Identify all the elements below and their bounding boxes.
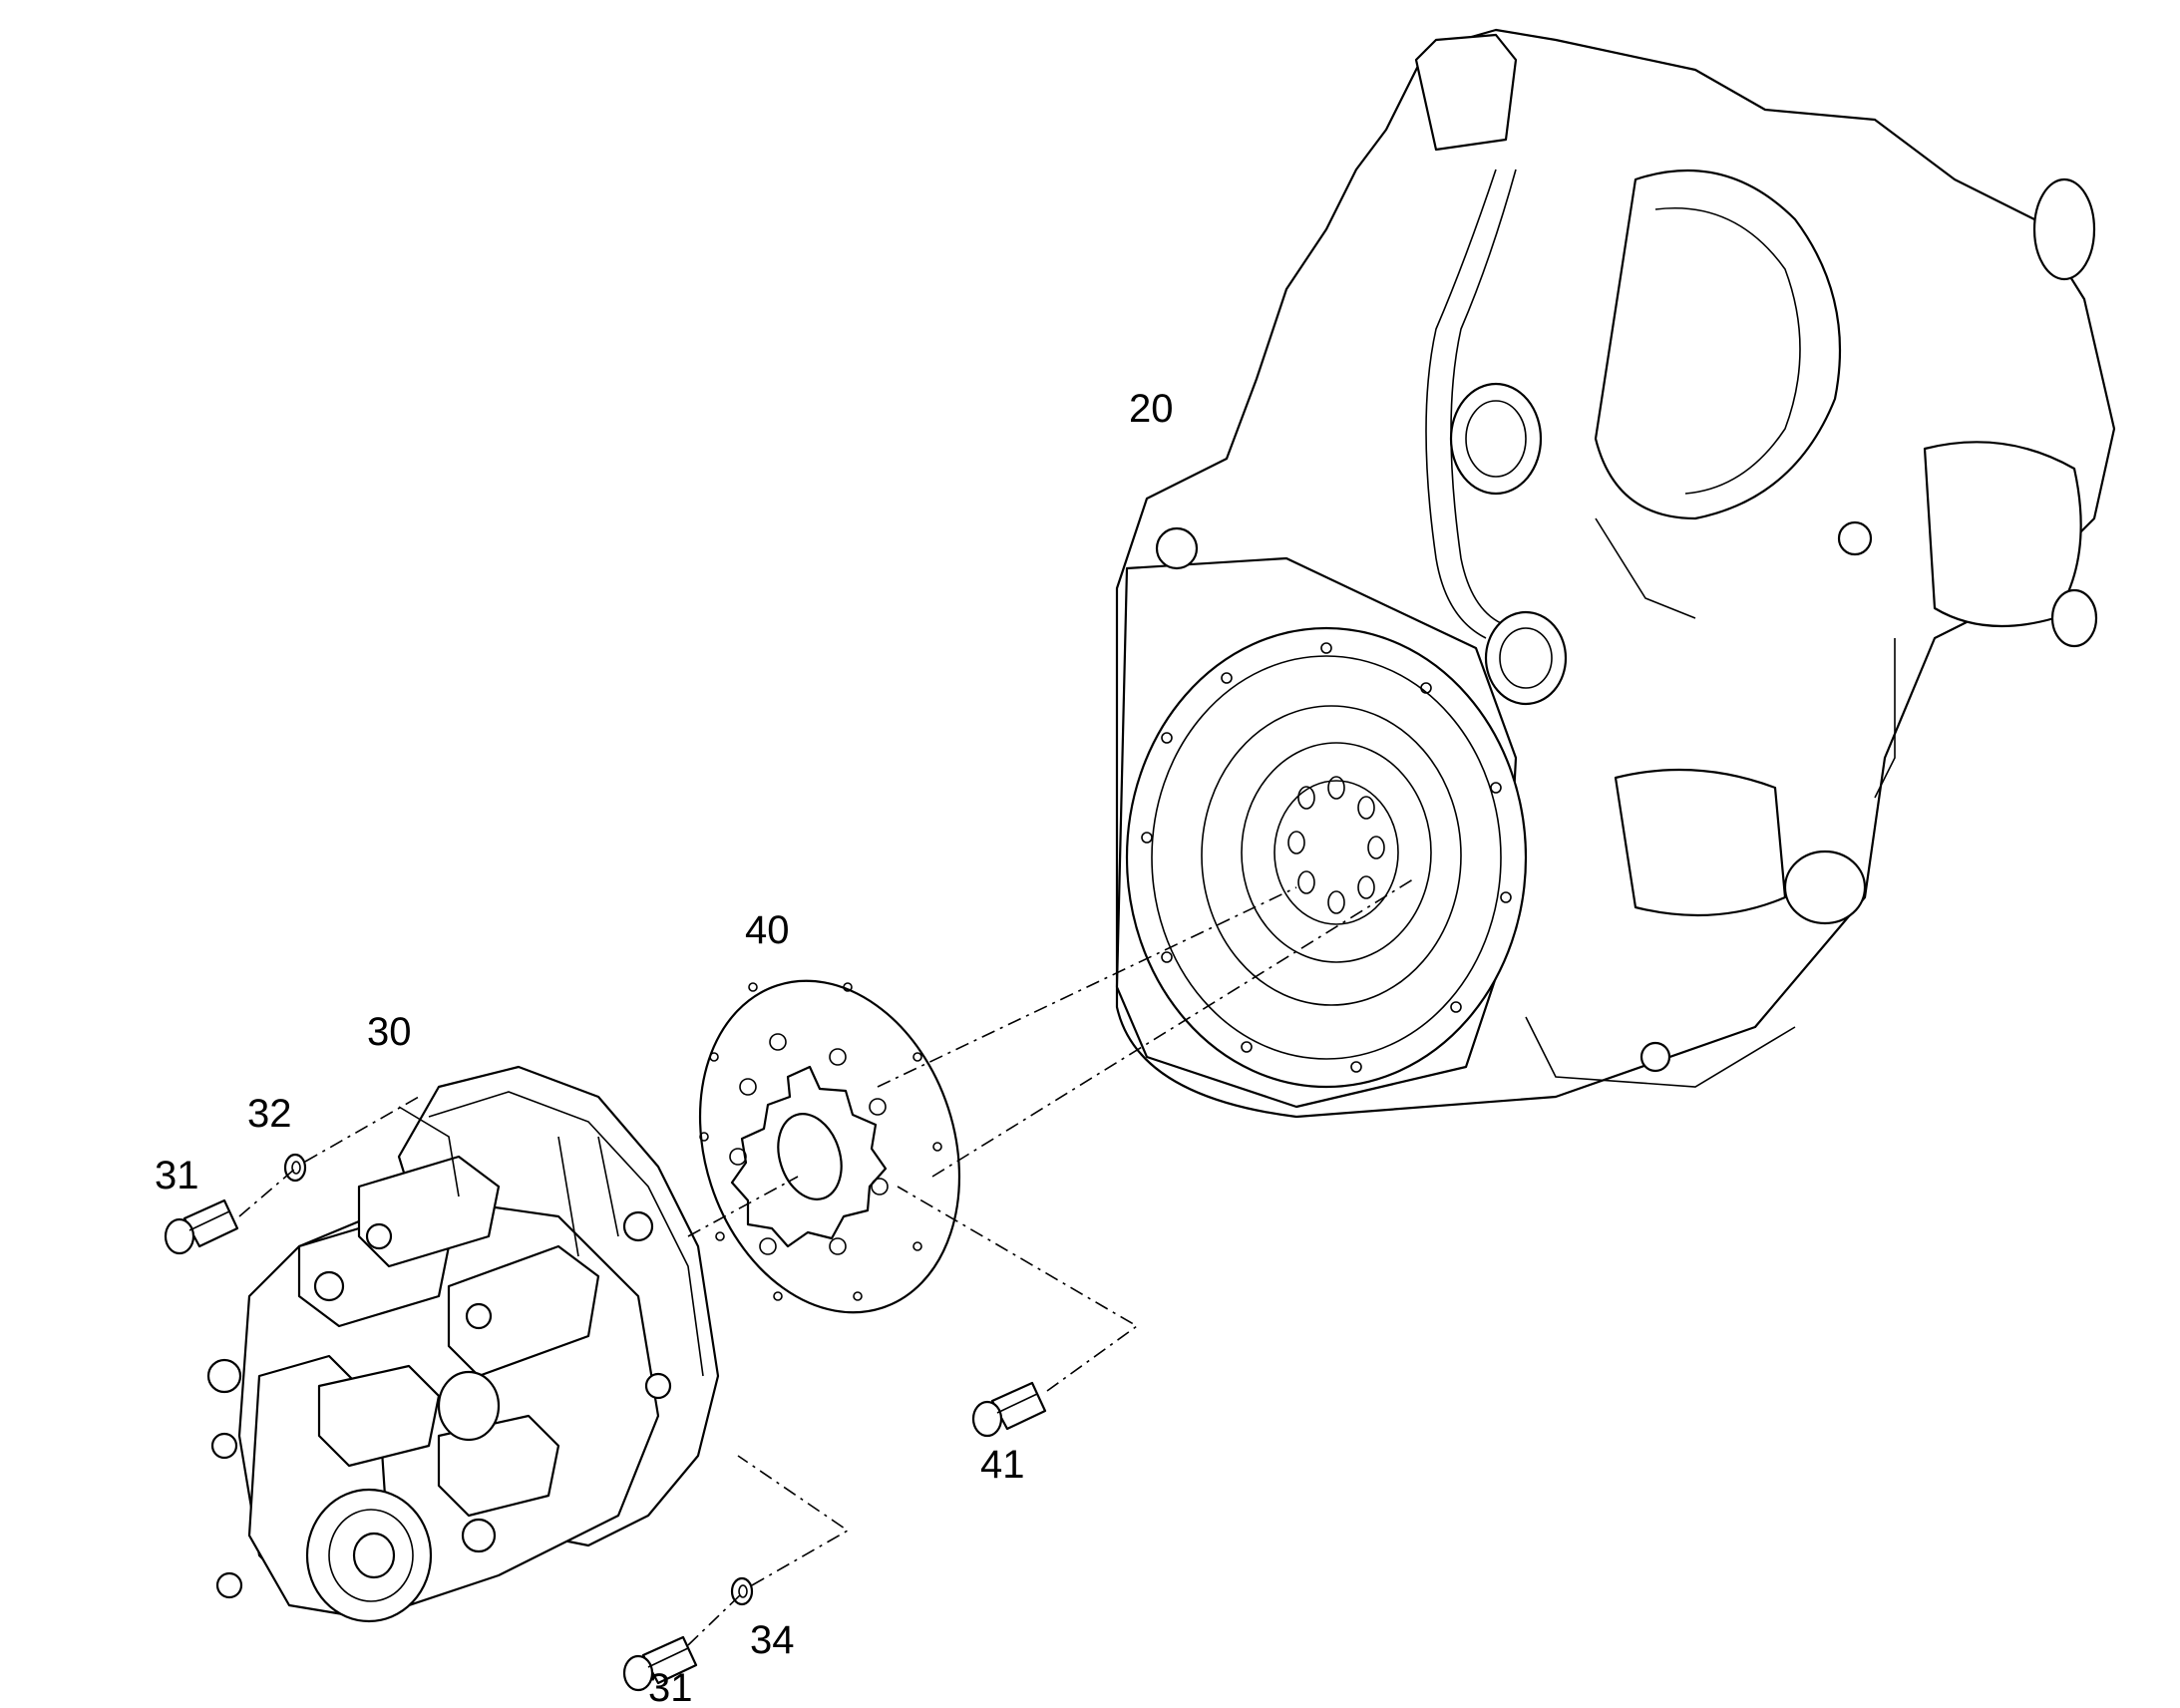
- bolt-upper: [164, 1198, 239, 1255]
- callout-plate-bolt: 41: [980, 1443, 1025, 1487]
- flex-plate: [698, 979, 961, 1314]
- flywheel-rim-holes: [1141, 642, 1512, 1073]
- callout-bolt-upper: 31: [155, 1154, 199, 1197]
- plate-bolt: [971, 1381, 1047, 1438]
- washer-upper: [283, 1153, 307, 1183]
- flywheel-bolt-holes: [1287, 776, 1385, 914]
- callout-pump: 30: [367, 1010, 412, 1054]
- callout-washer-lower: 34: [750, 1618, 795, 1662]
- callout-engine: 20: [1129, 387, 1174, 431]
- hydraulic-pump: [206, 1065, 720, 1623]
- engine-assembly: [1115, 28, 2116, 1119]
- callout-washer-upper: 32: [247, 1092, 292, 1136]
- callout-flex-plate: 40: [745, 908, 790, 952]
- flex-plate-rim-holes: [699, 982, 942, 1301]
- assembly-center-lines: [238, 876, 1417, 1646]
- bolt-lower: [622, 1635, 698, 1692]
- flex-plate-holes: [729, 1033, 889, 1255]
- callout-bolt-lower: 31: [648, 1666, 693, 1708]
